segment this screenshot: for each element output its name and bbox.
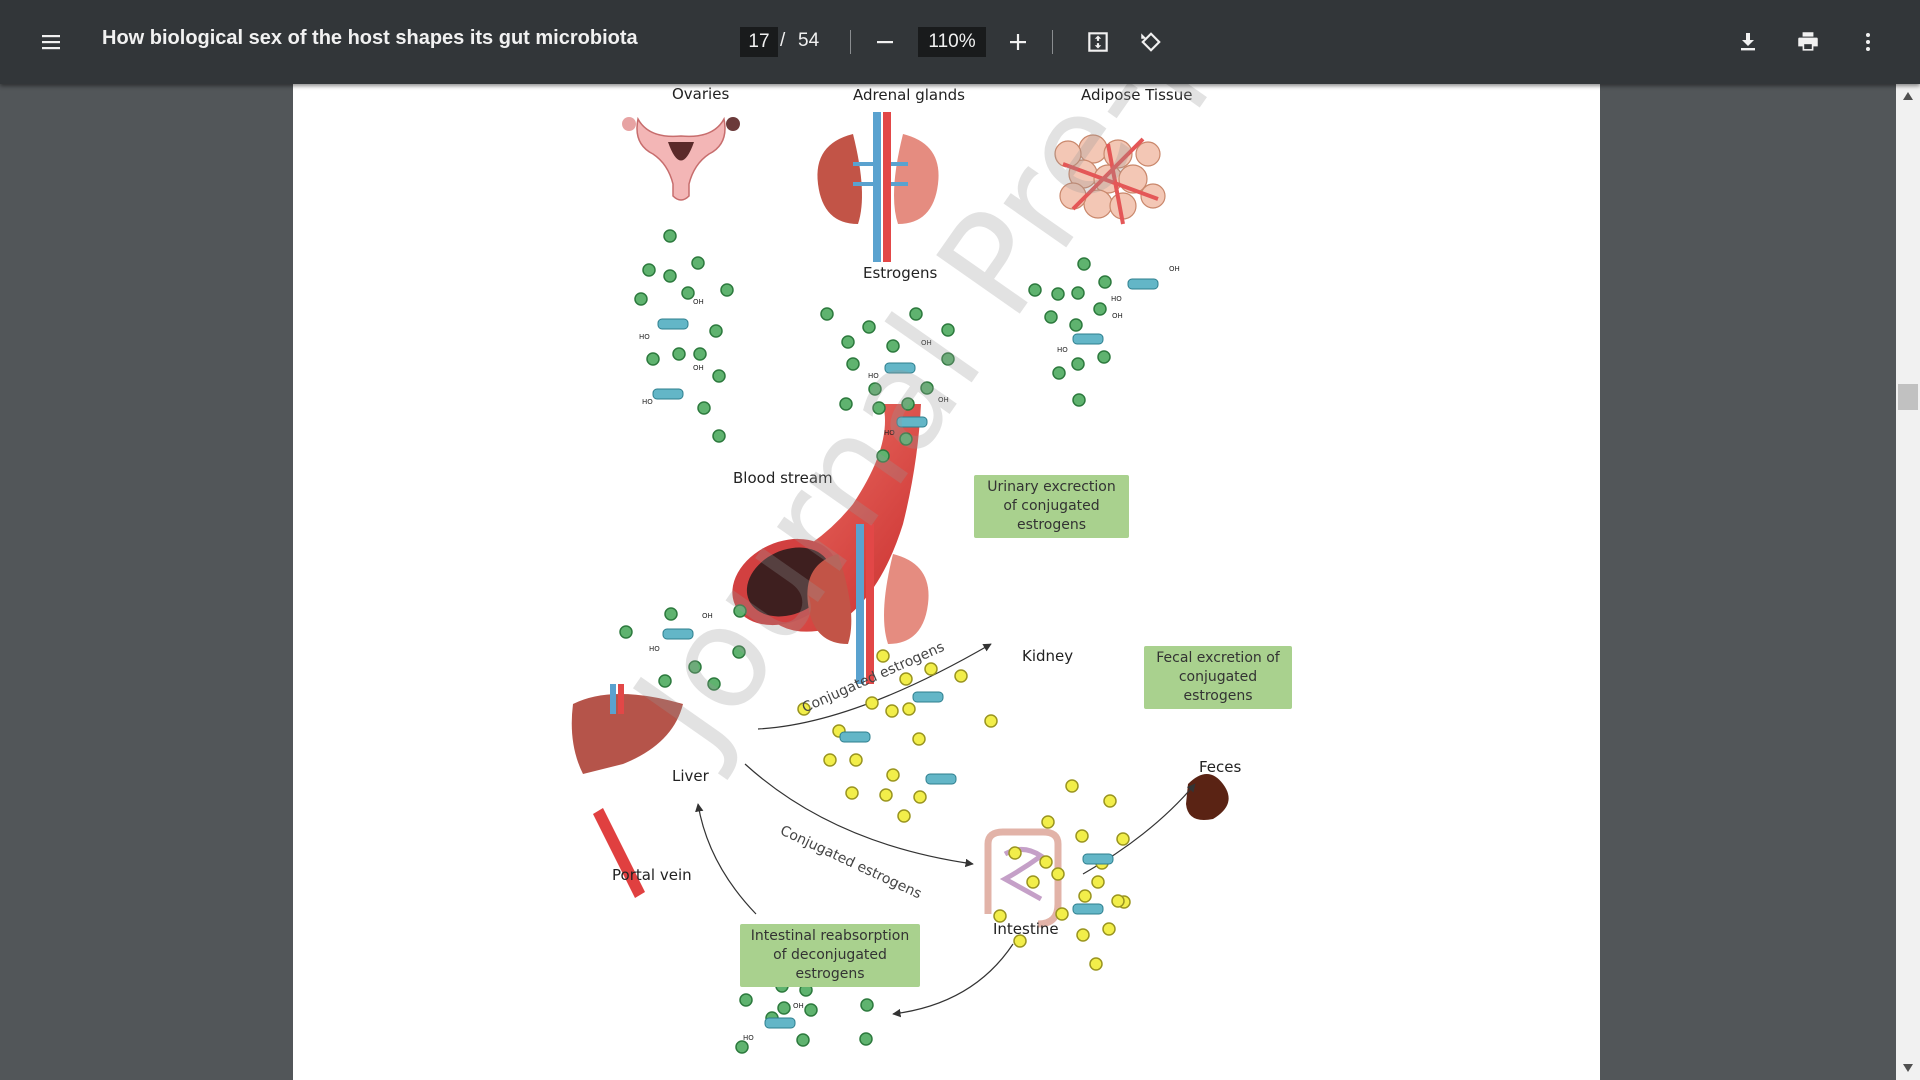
print-button[interactable]: [1784, 18, 1832, 66]
ovaries-illustration: [622, 116, 740, 201]
intestinal-reabsorption-box: Intestinal reabsorption of deconjugated …: [740, 924, 920, 987]
print-icon: [1798, 32, 1818, 51]
download-button[interactable]: [1724, 18, 1772, 66]
adrenal-glands-illustration: [817, 112, 939, 262]
intestine-label: Intestine: [993, 920, 1059, 938]
page-separator: /: [780, 30, 786, 51]
feces-illustration: [1186, 774, 1229, 820]
ovaries-label: Ovaries: [672, 85, 730, 103]
menu-button[interactable]: [27, 18, 75, 66]
portal-vein-illustration: [593, 808, 645, 898]
feces-label: Feces: [1199, 758, 1242, 776]
oh-label: OH: [693, 364, 704, 372]
zoom-in-button[interactable]: [994, 18, 1042, 66]
oh-label: OH: [702, 612, 713, 620]
liver-illustration: [571, 684, 683, 774]
oh-label: OH: [1169, 265, 1180, 273]
oh-label: OH: [793, 1002, 804, 1010]
steroid-structures: [652, 278, 1159, 1029]
liver-label: Liver: [672, 767, 709, 785]
blood-stream-label: Blood stream: [733, 469, 833, 487]
vertical-scrollbar[interactable]: [1896, 84, 1920, 1080]
intestine-illustration: [984, 828, 1062, 928]
estrogen-molecules: [619, 229, 1112, 1054]
conjugated-estrogen-molecules: [797, 649, 1131, 971]
scroll-thumb[interactable]: [1898, 384, 1918, 410]
fit-page-icon: [1088, 32, 1108, 52]
more-options-button[interactable]: [1844, 18, 1892, 66]
adipose-tissue-illustration: [1054, 134, 1166, 225]
ho-label: HO: [1057, 346, 1068, 354]
fit-page-button[interactable]: [1074, 18, 1122, 66]
ho-label: HO: [743, 1034, 754, 1042]
adipose-tissue-label: Adipose Tissue: [1081, 86, 1193, 104]
toolbar-divider: [1052, 30, 1053, 54]
rotate-button[interactable]: [1127, 18, 1175, 66]
scroll-up-icon: [1903, 92, 1913, 100]
ho-label: HO: [639, 333, 650, 341]
scroll-down-icon: [1903, 1064, 1913, 1072]
fecal-excretion-box: Fecal excretion of conjugated estrogens: [1144, 646, 1292, 709]
pdf-page: OH HO OH HO OH HO OH HO OH HO OH HO OH H…: [293, 84, 1600, 1080]
ho-label: HO: [1111, 295, 1122, 303]
kidney-label: Kidney: [1022, 647, 1074, 665]
ho-label: HO: [649, 645, 660, 653]
estrogen-cycle-diagram: [571, 112, 1229, 1054]
oh-label: OH: [1112, 312, 1123, 320]
more-options-icon: [1866, 33, 1870, 51]
scroll-up-arrow[interactable]: [1896, 86, 1920, 106]
estrogens-label: Estrogens: [863, 264, 938, 282]
total-pages: 54: [798, 30, 820, 51]
oh-label: OH: [938, 396, 949, 404]
kidney-illustration: [807, 524, 929, 684]
ho-label: HO: [884, 429, 895, 437]
oh-label: OH: [921, 339, 932, 347]
portal-vein-label: Portal vein: [612, 866, 692, 884]
adrenal-glands-label: Adrenal glands: [853, 86, 965, 104]
hamburger-menu-icon: [42, 35, 60, 50]
zoom-level-input[interactable]: 110%: [918, 27, 986, 57]
zoom-out-button[interactable]: [861, 18, 909, 66]
zoom-out-icon: [877, 41, 893, 44]
download-icon: [1741, 33, 1755, 51]
rotate-icon: [1141, 32, 1161, 52]
current-page-input[interactable]: 17: [740, 27, 778, 57]
zoom-in-icon: [1010, 34, 1026, 50]
oh-label: OH: [693, 298, 704, 306]
pdf-toolbar: How biological sex of the host shapes it…: [0, 0, 1920, 84]
scroll-down-arrow[interactable]: [1896, 1058, 1920, 1078]
document-title: How biological sex of the host shapes it…: [102, 27, 638, 49]
toolbar-divider: [850, 30, 851, 54]
ho-label: HO: [642, 398, 653, 406]
ho-label: HO: [868, 372, 879, 380]
urinary-excretion-box: Urinary excrection of conjugated estroge…: [974, 475, 1129, 538]
